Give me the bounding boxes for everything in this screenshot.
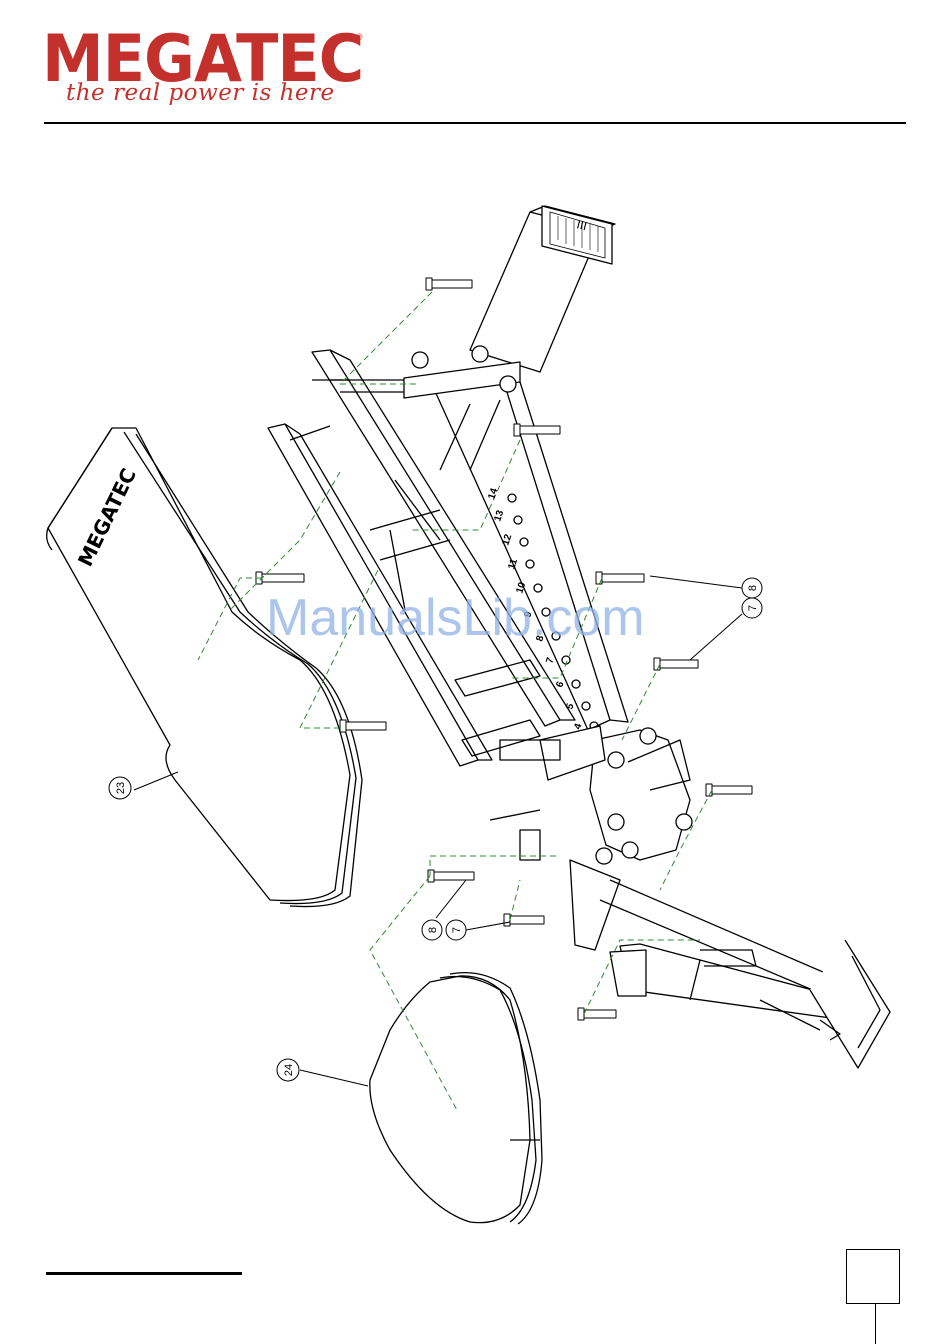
footer-divider [46,1272,242,1275]
bolt [426,278,472,290]
callout-label: 23 [115,782,127,794]
page-number-box [846,1249,900,1304]
front-frame [570,860,890,1068]
callout-label: 8 [427,927,439,933]
hole-number: 4 [572,722,584,731]
callout-label: 7 [451,927,463,933]
bolt [706,784,752,796]
page-box-stem [875,1304,876,1344]
callout-23: 23 [109,777,131,799]
bolt [514,424,560,436]
callout-7-lower: 7 [446,920,466,940]
hole-number: 5 [564,702,576,711]
bolt [256,572,304,584]
callout-8-upper: 8 [742,578,762,598]
seat-pad [370,973,542,1224]
hole-number: 6 [554,680,566,689]
callout-label: 8 [747,585,759,591]
pivot-bracket [490,726,692,864]
callout-label: 7 [747,605,759,611]
callout-7-upper: 7 [742,598,762,618]
bolt [654,658,698,670]
callout-label: 24 [283,1064,295,1076]
callout-8-lower: 8 [422,920,442,940]
bolt [578,1008,616,1020]
bolt [596,572,644,584]
callout-24: 24 [277,1059,299,1081]
bolt [428,870,474,882]
bolt [340,720,386,732]
manualslib-watermark: ManualsLib.com [266,588,645,648]
